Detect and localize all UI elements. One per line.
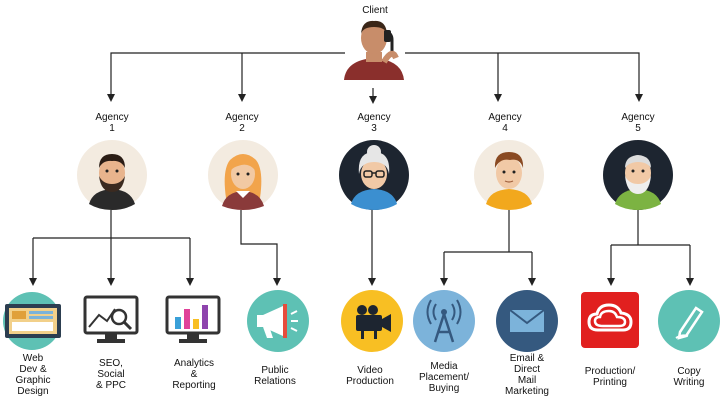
creative-cloud-logo-icon xyxy=(581,292,639,348)
grey-haired-woman-glasses-avatar-icon xyxy=(339,140,409,210)
agency-4-label: Agency 4 xyxy=(488,112,522,134)
service-label-production-printing: Production/ Printing xyxy=(584,366,636,388)
agency-5-label: Agency 5 xyxy=(621,112,655,134)
agency-3-label: Agency 3 xyxy=(357,112,391,134)
agency-5-connector xyxy=(611,210,690,246)
video-camera-icon xyxy=(341,290,403,352)
client-connector xyxy=(107,52,345,102)
client-label: Client xyxy=(362,5,388,16)
young-man-avatar-icon xyxy=(474,140,544,210)
agency-1-connector xyxy=(33,210,190,239)
service-label-public-relations: Public Relations xyxy=(254,365,296,387)
client-connector xyxy=(405,52,643,102)
service-label-email-direct-mail: Email & Direct Mail Marketing xyxy=(505,353,549,397)
service-label-web-dev: Web Dev & Graphic Design xyxy=(15,353,51,397)
client-on-phone-icon xyxy=(344,20,404,80)
white-bearded-man-avatar-icon xyxy=(603,140,673,210)
website-screen-icon xyxy=(3,292,61,350)
megaphone-icon xyxy=(247,290,309,352)
agency-2-connector xyxy=(240,210,281,286)
service-label-seo: SEO, Social & PPC xyxy=(95,358,127,391)
bearded-man-avatar-icon xyxy=(77,140,147,210)
service-label-media-placement: Media Placement/ Buying xyxy=(418,361,470,394)
pen-icon xyxy=(658,290,720,352)
agency-2-label: Agency 2 xyxy=(225,112,259,134)
broadcast-antenna-icon xyxy=(413,290,475,352)
service-label-video-production: Video Production xyxy=(346,365,394,387)
bar-chart-monitor-icon xyxy=(165,295,221,343)
agency-4-connector xyxy=(444,210,532,253)
agency-1-label: Agency 1 xyxy=(95,112,129,134)
magnifier-chart-monitor-icon xyxy=(83,295,139,343)
envelope-icon xyxy=(496,290,558,352)
service-label-copy-writing: Copy Writing xyxy=(673,366,705,388)
blonde-woman-avatar-icon xyxy=(208,140,278,210)
service-label-analytics: Analytics & Reporting xyxy=(172,358,216,391)
